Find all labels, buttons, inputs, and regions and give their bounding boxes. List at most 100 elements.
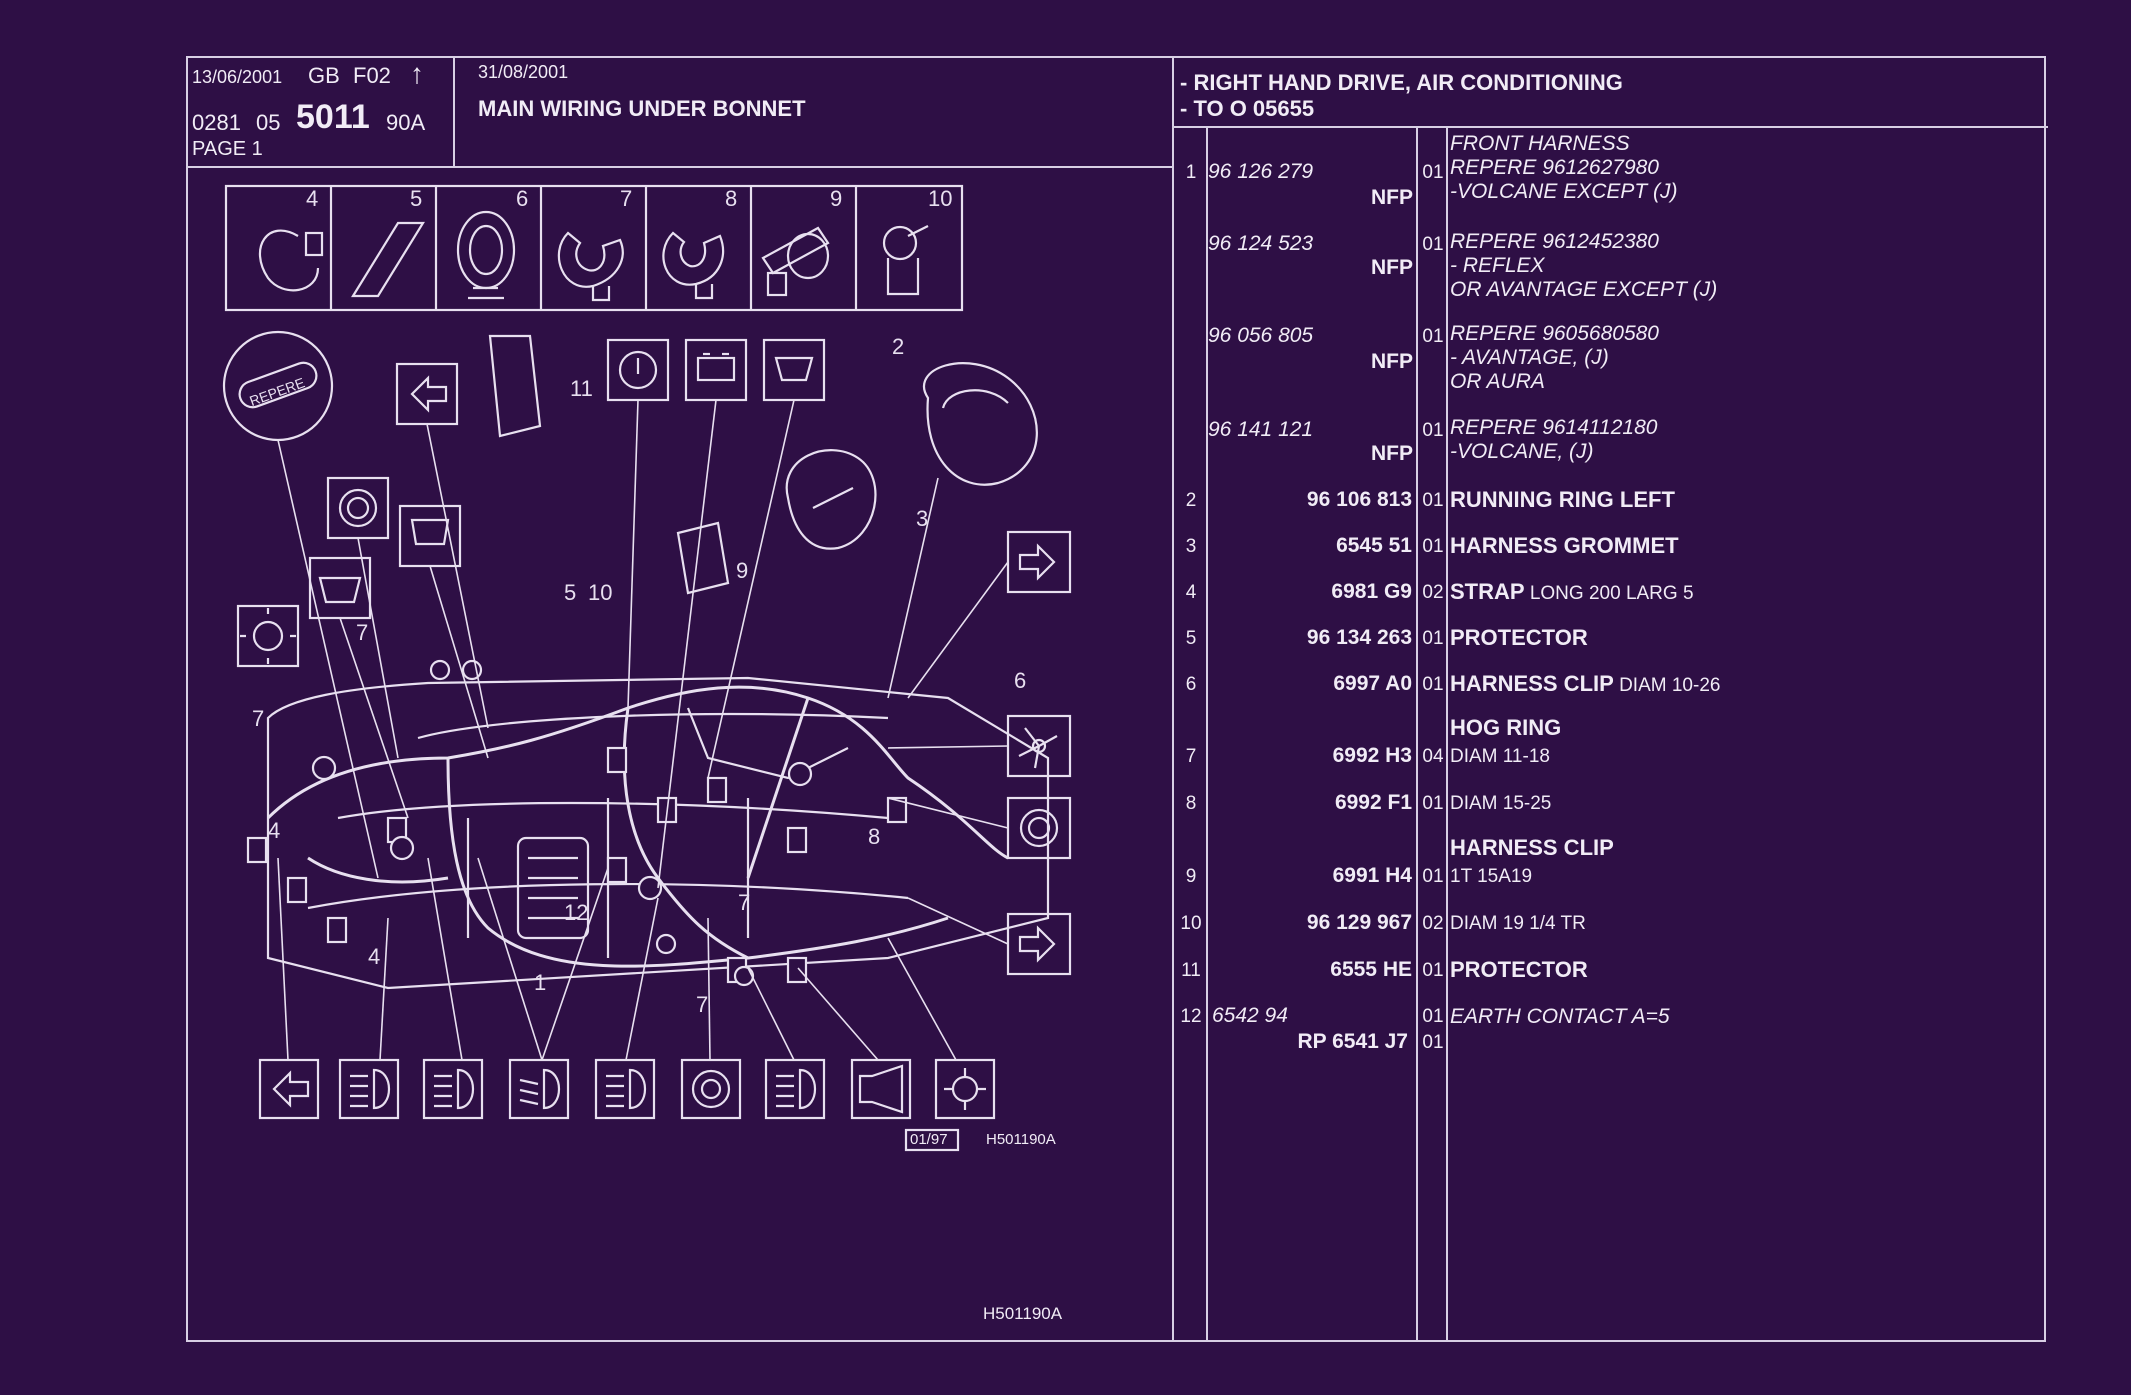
row-number: 3 xyxy=(1185,536,1197,557)
part-nfp: NFP xyxy=(1371,256,1413,279)
callout-number: 7 xyxy=(738,890,750,915)
part-desc-head: HOG RING xyxy=(1450,715,1561,741)
part-desc: HARNESS CLIP DIAM 10-26 xyxy=(1450,671,1720,697)
desc-bold: HARNESS GROMMET xyxy=(1450,533,1679,558)
desc-bold: RUNNING RING LEFT xyxy=(1450,487,1675,512)
divider-main xyxy=(1172,58,1174,1342)
part-desc: RUNNING RING LEFT xyxy=(1450,487,1675,513)
col-line-1 xyxy=(1206,128,1208,1342)
part-desc-head: HARNESS CLIP xyxy=(1450,835,1614,861)
part-desc: 1T 15A19 xyxy=(1450,866,1533,887)
strip-num: 7 xyxy=(620,186,632,211)
part-desc: FRONT HARNESS REPERE 9612627980 -VOLCANE… xyxy=(1450,132,1678,204)
lang-code: GB xyxy=(308,63,340,88)
part-ref: 96 141 121 xyxy=(1208,418,1314,441)
ref-b: 05 xyxy=(256,110,281,135)
sun-lamp-icon xyxy=(236,604,300,668)
part-qty: 01 xyxy=(1422,866,1444,887)
brake-warning-icon xyxy=(606,338,670,402)
part-qty: 01 xyxy=(1422,326,1444,347)
strip-num: 5 xyxy=(410,186,422,211)
row-number: 7 xyxy=(1185,746,1197,767)
lamp-icon xyxy=(1006,796,1072,860)
callout-number: 4 xyxy=(368,944,380,969)
fog-lamp-icon xyxy=(764,1058,826,1120)
part-desc: EARTH CONTACT A=5 xyxy=(1450,1005,1670,1028)
wiper-icon xyxy=(398,504,462,568)
part-desc: DIAM 19 1/4 TR xyxy=(1450,913,1586,934)
desc-line: REPERE 9612627980 xyxy=(1450,156,1659,179)
header-divider-left xyxy=(453,58,455,166)
desc-line: REPERE 9614112180 xyxy=(1450,416,1658,439)
desc-line: - AVANTAGE, (J) xyxy=(1450,346,1609,369)
part-qty: 01 xyxy=(1422,674,1444,695)
fan-icon xyxy=(1006,714,1072,778)
row-number: 2 xyxy=(1185,490,1197,511)
protector-icon xyxy=(351,221,425,298)
col-line-3 xyxy=(1446,128,1448,1342)
row-number: 6 xyxy=(1185,674,1197,695)
part-desc: STRAP LONG 200 LARG 5 xyxy=(1450,579,1694,605)
row-number: 8 xyxy=(1185,793,1197,814)
part-ref: 96 126 279 xyxy=(1208,160,1314,183)
part-ref: 6542 94 xyxy=(1212,1004,1288,1027)
ecu-module xyxy=(488,334,730,595)
part-qty: 02 xyxy=(1422,582,1444,603)
strip-num: 4 xyxy=(306,186,318,211)
sheet-ref: H501190A xyxy=(983,1304,1063,1323)
callout-number: 8 xyxy=(868,824,880,849)
row-number: 12 xyxy=(1180,1006,1202,1027)
left-arrow-icon xyxy=(395,362,459,426)
part-nfp: NFP xyxy=(1371,442,1413,465)
ref-c: 5011 xyxy=(296,98,370,136)
part-qty: 02 xyxy=(1422,913,1444,934)
left-arrow-icon xyxy=(258,1058,320,1120)
headlamp-icon xyxy=(594,1058,656,1120)
part-nfp: NFP xyxy=(1371,350,1413,373)
row-number: 1 xyxy=(1185,162,1197,183)
date-issue: 13/06/2001 xyxy=(192,67,283,87)
part-ref: 6992 F1 xyxy=(1334,791,1412,814)
part-ref: 6545 51 xyxy=(1336,534,1412,557)
part-desc: PROTECTOR xyxy=(1450,957,1588,983)
desc-line: -VOLCANE, (J) xyxy=(1450,440,1594,463)
strap-icon xyxy=(258,229,324,292)
part-ref: 6981 G9 xyxy=(1331,580,1412,603)
part-qty: 01 xyxy=(1422,793,1444,814)
part-qty: 04 xyxy=(1422,746,1444,767)
part-ref: 6997 A0 xyxy=(1333,672,1412,695)
callout-number: 7 xyxy=(252,706,264,731)
callout-number: 9 xyxy=(736,558,748,583)
part-qty: 01 xyxy=(1422,490,1444,511)
right-arrow-icon xyxy=(1006,912,1072,976)
desc-head: HARNESS CLIP xyxy=(1450,835,1614,860)
date-revision: 31/08/2001 xyxy=(478,62,569,82)
part-qty: 01 xyxy=(1422,420,1444,441)
desc-rest: DIAM 10-26 xyxy=(1613,675,1721,696)
part-ref: 6991 H4 xyxy=(1332,864,1412,887)
callout-number: 5 xyxy=(564,580,576,605)
harness-clip-icon xyxy=(761,226,830,297)
part-qty: 01 xyxy=(1422,960,1444,981)
row-number: 11 xyxy=(1181,960,1201,981)
row-number: 4 xyxy=(1185,582,1197,603)
parts-strip-frame xyxy=(224,184,964,312)
part-qty: 01 xyxy=(1422,1006,1444,1027)
ref-a: 0281 xyxy=(192,110,241,135)
callout-number: 11 xyxy=(570,376,593,401)
part-ref: 96 056 805 xyxy=(1208,324,1314,347)
drawing-ref: H501190A xyxy=(986,1131,1056,1148)
callout-number: 7 xyxy=(356,620,368,645)
part-ref: 96 129 967 xyxy=(1306,911,1412,934)
connectors xyxy=(246,659,908,987)
headlamp-icon xyxy=(508,1058,570,1120)
part-ref: 96 106 813 xyxy=(1306,488,1412,511)
desc-line: - REFLEX xyxy=(1450,254,1545,277)
part-nfp: NFP xyxy=(1371,186,1413,209)
washer-icon xyxy=(762,338,826,402)
callout-number: 4 xyxy=(268,818,280,843)
headlamp-icon xyxy=(422,1058,484,1120)
part-desc: REPERE 9605680580 - AVANTAGE, (J) OR AUR… xyxy=(1450,322,1659,394)
header-bottom-right xyxy=(1172,126,2048,128)
col-line-2 xyxy=(1416,128,1418,1342)
